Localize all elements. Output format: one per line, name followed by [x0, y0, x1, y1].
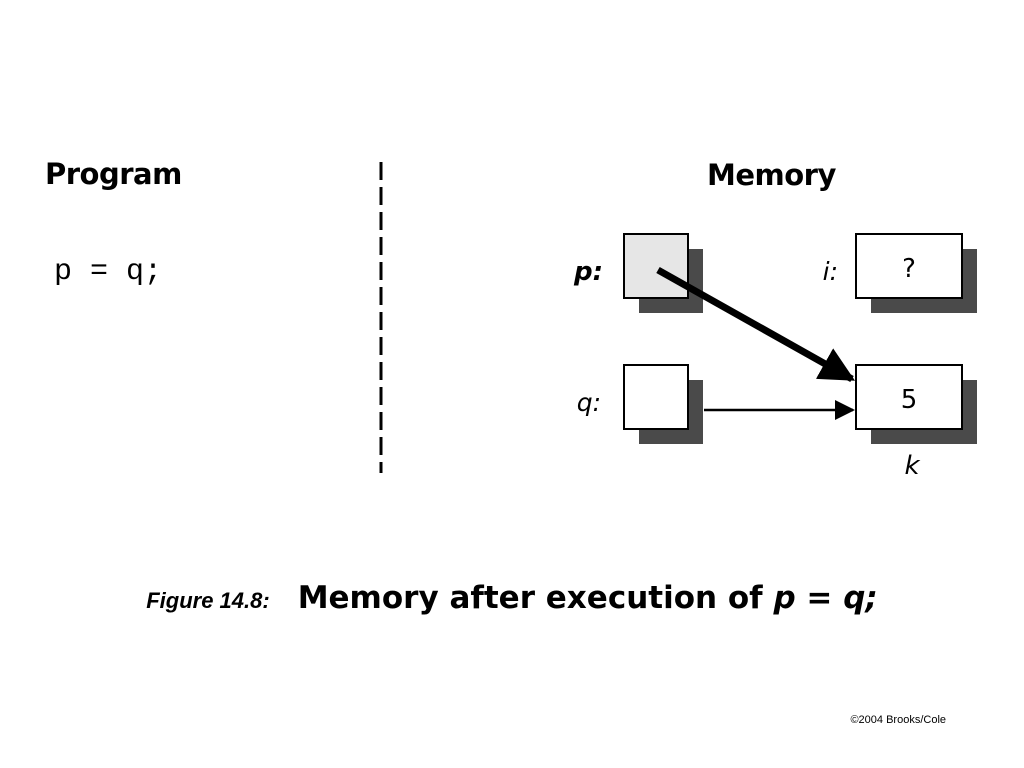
- memory-heading: Memory: [707, 158, 836, 192]
- cell-box: [623, 364, 689, 430]
- memory-cell-i: i: ?: [823, 233, 977, 313]
- program-heading: Program: [45, 157, 182, 191]
- cell-box: [623, 233, 689, 299]
- cell-value-i: ?: [902, 254, 916, 284]
- cell-box: [855, 364, 963, 430]
- memory-cell-k: 5 k: [855, 364, 977, 481]
- caption-code: p = q;: [773, 580, 878, 616]
- caption-text: Memory after execution of: [297, 580, 774, 616]
- cell-shadow: [871, 249, 977, 313]
- program-code: p = q;: [54, 255, 163, 289]
- copyright-notice: ©2004 Brooks/Cole: [850, 714, 946, 726]
- figure-caption: Figure 14.8: Memory after execution of p …: [0, 580, 1024, 616]
- cell-box: [855, 233, 963, 299]
- variable-label-i: i:: [823, 257, 838, 286]
- cell-shadow: [871, 380, 977, 444]
- cell-shadow: [639, 249, 703, 313]
- memory-cell-q: q:: [577, 364, 703, 444]
- variable-label-p: p:: [573, 257, 603, 287]
- dashed-divider: [379, 162, 383, 473]
- variable-label-q: q:: [577, 388, 601, 417]
- variable-label-k: k: [904, 451, 920, 481]
- memory-cell-p: p:: [573, 233, 703, 313]
- caption-label: Figure 14.8:: [146, 588, 270, 613]
- cell-value-k: 5: [901, 385, 918, 415]
- pointer-arrow-p-to-k: [656, 266, 856, 383]
- cell-shadow: [639, 380, 703, 444]
